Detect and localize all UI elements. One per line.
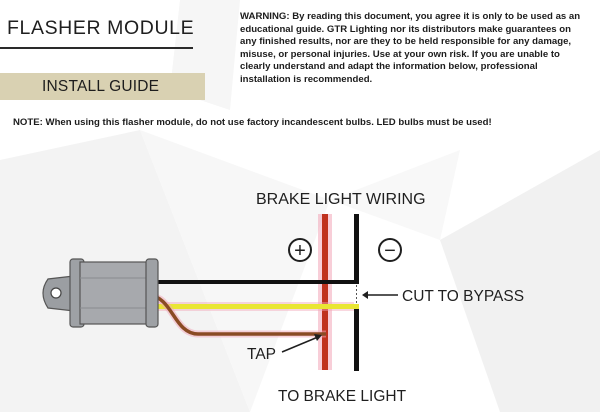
mounting-hole-icon	[50, 287, 62, 299]
warning-text: WARNING: By reading this document, you a…	[240, 11, 581, 85]
negative-wire-bottom	[354, 307, 359, 371]
negative-symbol-text: −	[384, 240, 396, 262]
positive-brake-wire	[322, 214, 328, 370]
diagram-heading: BRAKE LIGHT WIRING	[256, 191, 426, 208]
cut-to-bypass-label: CUT TO BYPASS	[402, 288, 524, 305]
positive-symbol-text: +	[294, 240, 306, 262]
to-brake-light-label: TO BRAKE LIGHT	[278, 388, 407, 405]
module-ground-wire	[150, 280, 359, 284]
flasher-module	[42, 258, 159, 328]
tap-wire-glow	[149, 292, 326, 338]
install-guide-banner: INSTALL GUIDE	[0, 73, 205, 100]
negative-symbol-icon: −	[378, 238, 402, 262]
cut-arrow-icon	[362, 291, 398, 299]
tap-arrow-icon	[281, 334, 322, 353]
note-text: NOTE: When using this flasher module, do…	[13, 117, 492, 128]
install-guide-label: INSTALL GUIDE	[42, 77, 160, 95]
module-signal-wire	[150, 304, 359, 309]
page-title: FLASHER MODULE	[7, 17, 195, 39]
tap-label: TAP	[247, 346, 276, 363]
title-underline	[0, 47, 193, 49]
negative-wire-top	[354, 214, 359, 280]
positive-symbol-icon: +	[288, 238, 312, 262]
